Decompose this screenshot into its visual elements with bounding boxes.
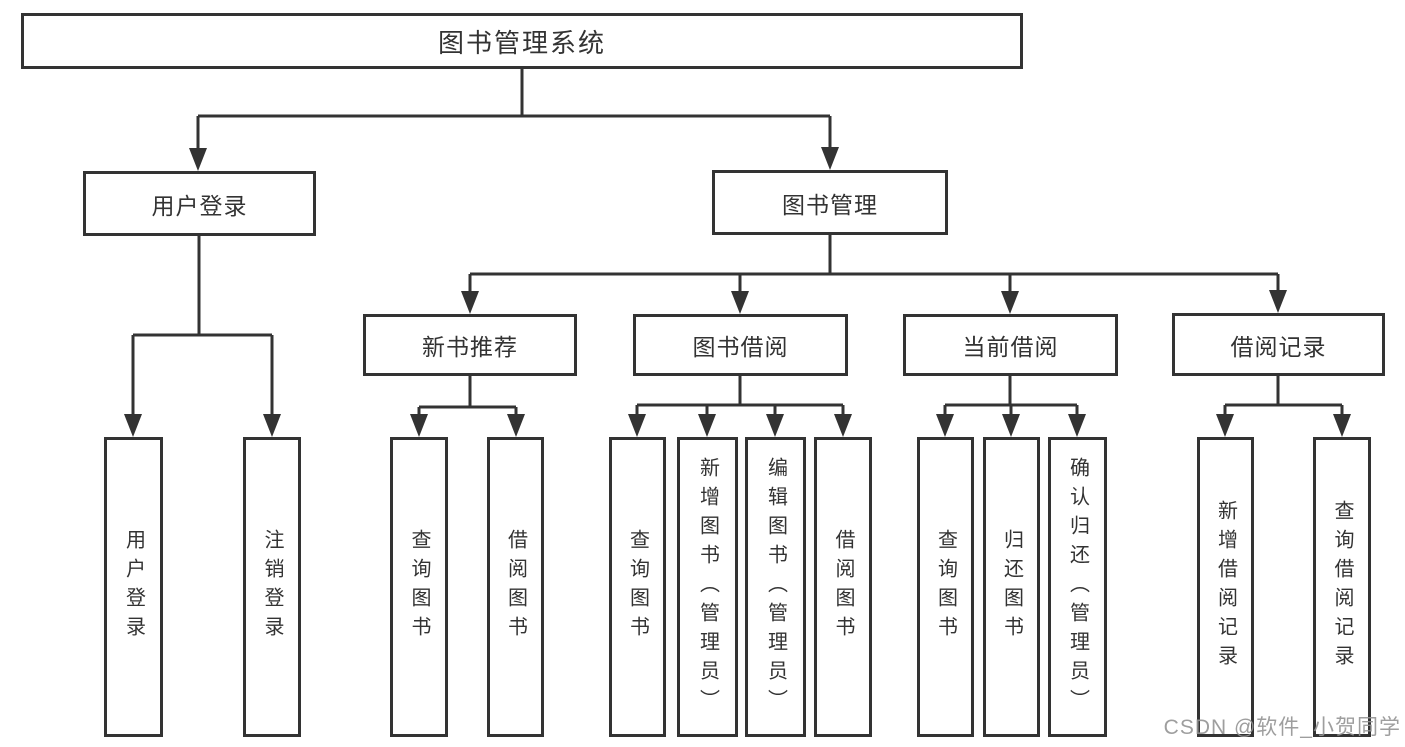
leaf-borrow-books-2: 借阅图书: [814, 437, 872, 737]
leaf-search-books-1: 查询图书: [390, 437, 448, 737]
node-label: 当前借阅: [962, 334, 1059, 360]
connector-root-to-level2: [189, 69, 839, 171]
node-borrow-records: 借阅记录: [1172, 313, 1385, 376]
connector-new-book-branch: [410, 376, 525, 437]
leaf-label: 查询图书: [934, 529, 957, 645]
leaf-add-book-admin: 新增图书（管理员）: [677, 437, 738, 737]
leaf-label: 注销登录: [261, 529, 283, 645]
leaf-label: 查询图书: [626, 529, 649, 645]
node-label: 图书借阅: [692, 334, 789, 360]
leaf-label: 查询借阅记录: [1331, 500, 1353, 674]
leaf-confirm-return-admin: 确认归还（管理员）: [1048, 437, 1107, 737]
leaf-label: 借阅图书: [504, 529, 527, 645]
leaf-return-books: 归还图书: [983, 437, 1040, 737]
leaf-search-borrow-record: 查询借阅记录: [1313, 437, 1371, 737]
node-label: 图书管理: [782, 191, 878, 218]
node-current-borrow: 当前借阅: [903, 314, 1118, 376]
leaf-label: 借阅图书: [832, 529, 854, 645]
connector-user-login-branch: [124, 236, 281, 437]
leaf-label: 归还图书: [1000, 529, 1023, 645]
node-book-borrow: 图书借阅: [633, 314, 848, 376]
node-book-management: 图书管理: [712, 170, 948, 235]
connector-current-borrow-branch: [936, 376, 1086, 437]
leaf-add-borrow-record: 新增借阅记录: [1197, 437, 1254, 737]
node-user-login: 用户登录: [83, 171, 316, 236]
node-label: 新书推荐: [422, 334, 518, 360]
connector-borrow-records-branch: [1216, 376, 1351, 437]
leaf-edit-book-admin: 编辑图书（管理员）: [745, 437, 806, 737]
leaf-search-books-3: 查询图书: [917, 437, 974, 737]
node-label: 借阅记录: [1230, 333, 1327, 360]
leaf-search-books-2: 查询图书: [609, 437, 666, 737]
leaf-label: 确认归还（管理员）: [1066, 456, 1089, 718]
csdn-watermark: CSDN @软件_小贺同学: [1163, 716, 1401, 739]
node-new-book-recommend: 新书推荐: [363, 314, 577, 376]
leaf-logout-login: 注销登录: [243, 437, 301, 737]
leaf-label: 查询图书: [408, 529, 430, 645]
leaf-label: 新增图书（管理员）: [696, 456, 719, 718]
leaf-user-login: 用户登录: [104, 437, 163, 737]
node-library-management-system: 图书管理系统: [21, 13, 1023, 69]
node-label: 图书管理系统: [437, 27, 606, 58]
node-label: 用户登录: [151, 192, 248, 219]
connector-book-borrow-branch: [628, 376, 852, 437]
leaf-borrow-books-1: 借阅图书: [487, 437, 544, 737]
leaf-label: 新增借阅记录: [1214, 500, 1237, 674]
connector-book-management-branch: [461, 235, 1287, 314]
leaf-label: 用户登录: [122, 529, 145, 645]
leaf-label: 编辑图书（管理员）: [764, 456, 787, 718]
